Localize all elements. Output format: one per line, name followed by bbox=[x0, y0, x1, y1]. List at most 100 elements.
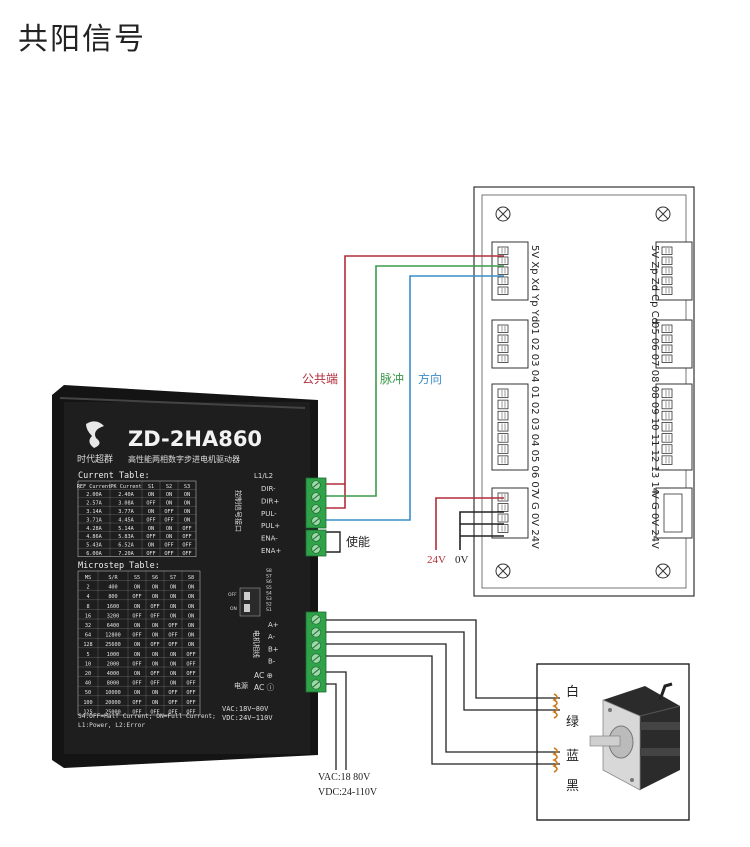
motor-terminal-label: A+ bbox=[268, 621, 279, 629]
footnote-2: L1:Power, L2:Error bbox=[78, 722, 145, 729]
controller-block4-labels: V G 0V 24V bbox=[529, 492, 540, 549]
table-cell: 800 bbox=[108, 594, 117, 600]
table-cell: 6.00A bbox=[86, 551, 102, 557]
terminal-screw[interactable] bbox=[311, 492, 321, 502]
controller-connector bbox=[655, 319, 693, 369]
table-cell: ON bbox=[184, 492, 190, 498]
signal-leds-label: L1/L2 bbox=[254, 472, 273, 480]
page-title: 共阳信号 bbox=[18, 22, 146, 57]
table-cell: OFF bbox=[146, 534, 155, 540]
motor-terminal-label: B+ bbox=[268, 645, 279, 653]
table-cell: ON bbox=[170, 613, 176, 619]
terminal-screw[interactable] bbox=[311, 504, 321, 514]
controller-block1-labels: 5V Xp Xd Yp Yd bbox=[529, 245, 540, 322]
common-wire-branch bbox=[318, 484, 346, 509]
table-cell: OFF bbox=[168, 700, 177, 706]
table-cell: ON bbox=[134, 690, 140, 696]
supply-24v-wire bbox=[435, 497, 504, 550]
terminal-screw[interactable] bbox=[310, 666, 322, 677]
terminal-screw[interactable] bbox=[311, 532, 321, 542]
table-cell: OFF bbox=[150, 604, 159, 610]
table-cell: OFF bbox=[132, 633, 141, 639]
table-cell: 4000 bbox=[107, 671, 120, 677]
table-cell: 3200 bbox=[107, 613, 120, 619]
driver-subtitle: 高性能两相数字步进电机驱动器 bbox=[128, 454, 240, 464]
switch-off-label: OFF bbox=[228, 592, 237, 598]
table-cell: 25000 bbox=[105, 709, 121, 715]
common-wire bbox=[318, 255, 504, 485]
table-cell: OFF bbox=[168, 690, 177, 696]
screw-icon bbox=[655, 563, 671, 579]
terminal-screw[interactable] bbox=[310, 627, 322, 638]
table-cell: OFF bbox=[132, 700, 141, 706]
controller-connector bbox=[491, 383, 529, 471]
table-cell: ON bbox=[188, 642, 194, 648]
table-cell: OFF bbox=[150, 613, 159, 619]
table-cell: 20000 bbox=[105, 700, 121, 706]
table-cell: 4 bbox=[86, 594, 89, 600]
table-cell: OFF bbox=[132, 594, 141, 600]
signal-terminal-label: DIR- bbox=[261, 485, 276, 493]
table-cell: ON bbox=[134, 671, 140, 677]
controller-block6-labels: 05 06 07 08 bbox=[649, 322, 660, 382]
coil-a-icon bbox=[552, 693, 558, 719]
table-cell: OFF bbox=[150, 709, 159, 715]
common-wire-label: 公共端 bbox=[302, 372, 338, 386]
enable-terminal-block bbox=[305, 529, 327, 557]
dip-switch[interactable] bbox=[239, 587, 261, 617]
switch-label: S8 bbox=[266, 568, 272, 574]
table-cell: ON bbox=[152, 623, 158, 629]
table-cell: 1000 bbox=[107, 652, 120, 658]
table-cell: OFF bbox=[186, 700, 195, 706]
table-cell: 3.77A bbox=[118, 509, 134, 515]
terminal-screw[interactable] bbox=[311, 480, 321, 490]
signal-terminal-label: ENA+ bbox=[261, 547, 281, 555]
table-cell: 3.14A bbox=[86, 509, 102, 515]
power-terminal-label: AC ⓘ bbox=[254, 683, 275, 692]
table-cell: 2.57A bbox=[86, 501, 102, 507]
table-cell: 2000 bbox=[107, 661, 120, 667]
controller-connector bbox=[655, 383, 693, 471]
power-spec-2: VDC:24V~110V bbox=[222, 714, 273, 722]
table-cell: ON bbox=[152, 661, 158, 667]
table-cell: 7.20A bbox=[118, 551, 134, 557]
terminal-screw[interactable] bbox=[310, 640, 322, 651]
table-cell: OFF bbox=[186, 690, 195, 696]
table-cell: 10 bbox=[85, 661, 91, 667]
terminal-screw[interactable] bbox=[310, 614, 322, 625]
table-cell: ON bbox=[152, 633, 158, 639]
table-cell: ON bbox=[166, 526, 172, 532]
terminal-screw[interactable] bbox=[310, 653, 322, 664]
wire-color-blue: 蓝 bbox=[566, 749, 579, 764]
table-cell: ON bbox=[134, 623, 140, 629]
terminal-screw[interactable] bbox=[310, 679, 322, 690]
motor-power-terminal-block bbox=[305, 611, 327, 693]
stepper-motor: 白 绿 蓝 黑 bbox=[536, 663, 690, 821]
table-cell: ON bbox=[188, 585, 194, 591]
signal-terminal-block bbox=[305, 477, 327, 529]
controller-block8-labels: V G 0V 24V bbox=[649, 492, 660, 549]
microstep-table-title: Microstep Table: bbox=[78, 561, 160, 571]
table-cell: 64 bbox=[85, 633, 91, 639]
table-cell: 3.71A bbox=[86, 517, 102, 523]
table-cell: ON bbox=[170, 594, 176, 600]
terminal-screw[interactable] bbox=[311, 544, 321, 554]
switch-label: S6 bbox=[266, 579, 272, 585]
table-cell: OFF bbox=[164, 543, 173, 549]
controller-connector bbox=[491, 487, 529, 539]
table-cell: ON bbox=[166, 492, 172, 498]
table-cell: ON bbox=[170, 585, 176, 591]
enable-bracket bbox=[322, 531, 341, 553]
table-cell: 12800 bbox=[105, 633, 121, 639]
table-cell: OFF bbox=[164, 551, 173, 557]
table-cell: ON bbox=[166, 534, 172, 540]
supply-24v-label: 24V bbox=[427, 554, 446, 566]
coil-b-icon bbox=[552, 747, 558, 773]
table-cell: 20 bbox=[85, 671, 91, 677]
table-cell: ON bbox=[152, 690, 158, 696]
table-cell: 5 bbox=[86, 652, 89, 658]
table-cell: 4.86A bbox=[86, 534, 102, 540]
screw-icon bbox=[655, 206, 671, 222]
terminal-screw[interactable] bbox=[311, 516, 321, 526]
